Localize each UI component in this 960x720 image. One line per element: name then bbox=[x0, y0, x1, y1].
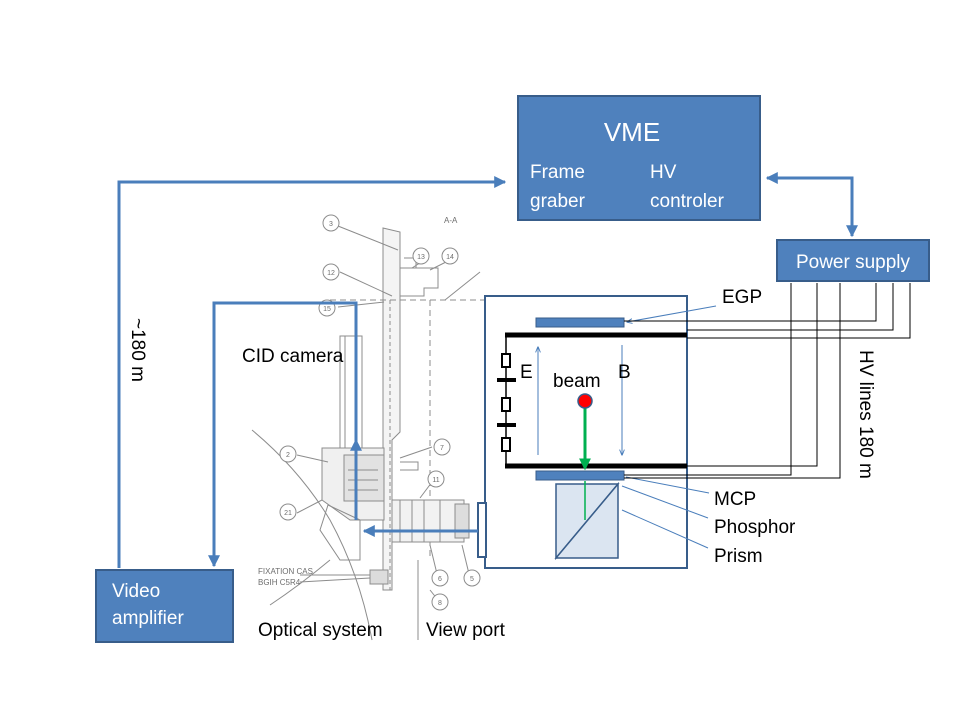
vme-box: VME Frame graber HV controler bbox=[517, 95, 761, 221]
b-field-label: B bbox=[618, 362, 631, 383]
optical-system-drawing bbox=[251, 225, 485, 641]
view-port-window bbox=[477, 502, 487, 558]
mcp-plate bbox=[535, 470, 625, 481]
fixation-label-line1: FIXATION CAS bbox=[258, 567, 313, 576]
callout-number: 14 bbox=[446, 254, 454, 261]
view-port-label: View port bbox=[426, 620, 506, 641]
drawing-callouts bbox=[279, 214, 481, 611]
hv-lines-label: HV lines 180 m bbox=[855, 350, 876, 479]
camera-to-amplifier-link bbox=[208, 301, 358, 568]
callout-number: 15 bbox=[323, 306, 331, 313]
beam-label: beam bbox=[553, 371, 601, 392]
video-amplifier-box: Video amplifier bbox=[95, 569, 234, 643]
callout-number: 6 bbox=[438, 576, 442, 583]
side-electrode bbox=[501, 353, 511, 368]
video-amplifier-label-line1: Video bbox=[112, 581, 160, 602]
phosphor-label: Phosphor bbox=[714, 517, 796, 538]
prism-label: Prism bbox=[714, 546, 763, 567]
signal-connections bbox=[117, 172, 858, 568]
beam-dot bbox=[577, 393, 593, 409]
side-electrode bbox=[501, 437, 511, 452]
hv-lines bbox=[624, 283, 911, 479]
cid-camera-label: CID camera bbox=[242, 346, 344, 367]
detector-chamber bbox=[477, 295, 688, 569]
egp-label: EGP bbox=[722, 287, 762, 308]
callout-number: 5 bbox=[470, 576, 474, 583]
side-electrode bbox=[501, 397, 511, 412]
section-label: A-A bbox=[444, 216, 458, 225]
cable-length-label: ~180 m bbox=[127, 318, 148, 382]
label-pointers bbox=[621, 305, 717, 549]
callout-number: 13 bbox=[417, 254, 425, 261]
optical-system-label: Optical system bbox=[258, 620, 383, 641]
egp-plate bbox=[535, 317, 625, 328]
mcp-label: MCP bbox=[714, 489, 756, 510]
power-supply-label: Power supply bbox=[796, 252, 911, 273]
callout-number: 8 bbox=[438, 600, 442, 607]
video-amplifier-label-line2: amplifier bbox=[112, 608, 184, 629]
callout-number: 21 bbox=[284, 510, 292, 517]
callout-number: 11 bbox=[432, 477, 439, 484]
frame-grabber-label-line2: graber bbox=[530, 191, 586, 212]
e-field-label: E bbox=[520, 362, 533, 383]
callout-number: 12 bbox=[327, 270, 335, 277]
power-supply-box: Power supply bbox=[776, 239, 930, 282]
diagram-labels: ~180 m HV lines 180 m CID camera Optical… bbox=[127, 287, 876, 641]
hv-controller-label-line1: HV bbox=[650, 162, 677, 183]
chamber-box bbox=[484, 295, 688, 569]
vme-title: VME bbox=[604, 117, 660, 147]
fixation-label-line2: BGIH C5R4 bbox=[258, 578, 301, 587]
callout-number: 7 bbox=[440, 445, 444, 452]
drawing-callout-numbers: 3 13 14 12 15 7 2 11 21 6 5 8 bbox=[284, 221, 474, 607]
hv-controller-label-line2: controler bbox=[650, 191, 725, 212]
vme-power-supply-link bbox=[765, 172, 858, 238]
video-to-vme-link bbox=[117, 176, 507, 568]
callout-number: 2 bbox=[286, 452, 290, 459]
prism-shade bbox=[554, 481, 619, 559]
frame-grabber-label-line1: Frame bbox=[530, 162, 585, 183]
callout-number: 3 bbox=[329, 221, 333, 228]
